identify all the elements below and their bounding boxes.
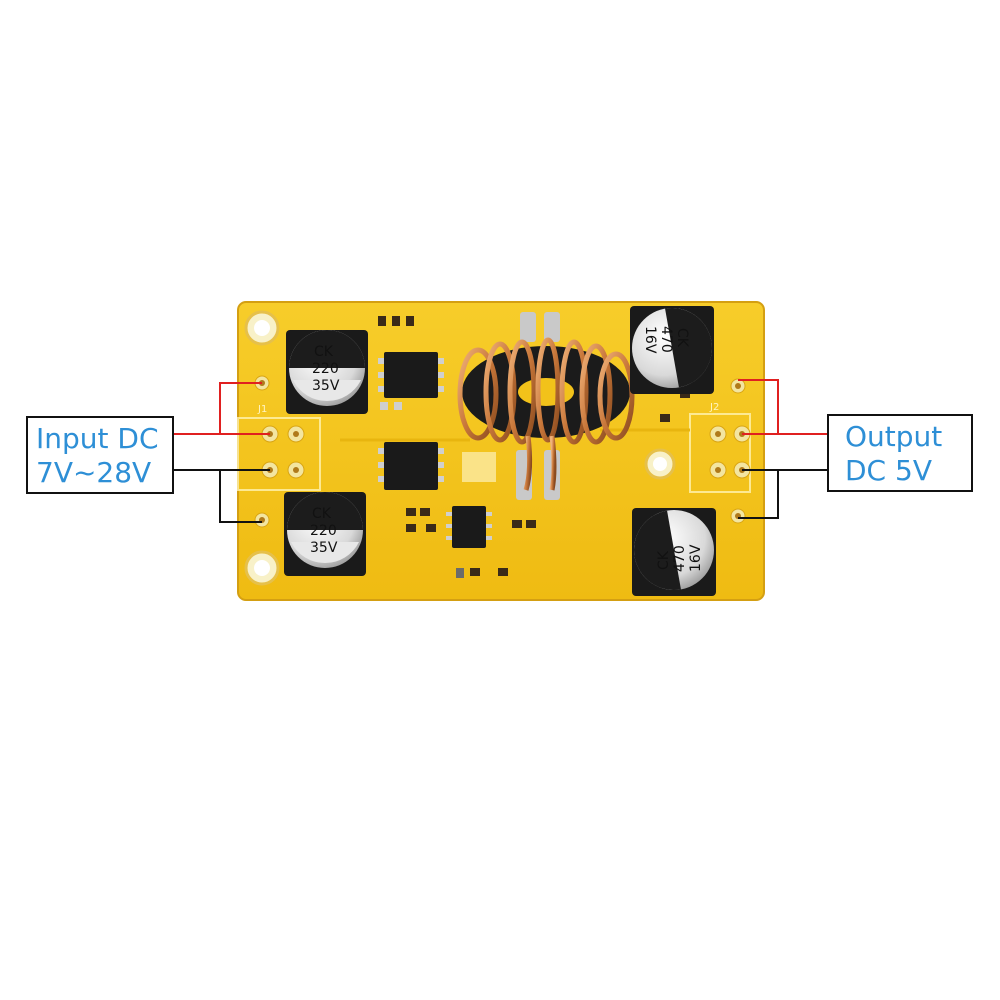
mosfet-chip-bottom [378, 442, 444, 490]
svg-text:35V: 35V [310, 540, 338, 556]
capacitor-input-bottom: CK 220 35V [284, 492, 366, 576]
mosfet-chip-top [378, 352, 444, 398]
output-label-line2: DC 5V [845, 454, 932, 487]
input-positive-wire [172, 382, 270, 435]
mounting-hole-bottom-left [244, 550, 280, 586]
controller-ic [446, 506, 492, 548]
svg-text:CK: CK [312, 506, 332, 522]
input-label-line2: 7V~28V [36, 456, 152, 489]
svg-text:CK: CK [674, 328, 690, 348]
output-positive-wire [738, 379, 829, 435]
svg-text:220: 220 [310, 523, 337, 539]
capacitor-input-top: CK 220 35V [286, 330, 368, 414]
output-negative-wire [738, 469, 829, 519]
output-label-box: Output DC 5V [827, 414, 973, 492]
connector-label-j2: J2 [709, 402, 719, 413]
toroid-inductor [457, 312, 635, 500]
mounting-hole-center-right [644, 448, 676, 480]
input-negative-wire [172, 469, 270, 523]
svg-text:470: 470 [658, 326, 674, 353]
capacitor-output-top: CK 470 16V [630, 306, 714, 394]
input-label-box: Input DC 7V~28V [26, 416, 174, 494]
svg-text:CK: CK [656, 550, 672, 570]
svg-text:CK: CK [314, 344, 334, 360]
svg-text:220: 220 [312, 361, 339, 377]
input-label-line1: Input DC [36, 422, 159, 455]
svg-text:35V: 35V [312, 378, 340, 394]
capacitor-output-bottom: CK 470 16V [632, 508, 716, 596]
svg-text:16V: 16V [688, 544, 704, 572]
svg-text:16V: 16V [642, 326, 658, 354]
connector-label-j1: J1 [257, 404, 267, 415]
output-label-line1: Output [845, 420, 943, 453]
mounting-hole-top-left [244, 310, 280, 346]
svg-text:470: 470 [672, 545, 688, 572]
